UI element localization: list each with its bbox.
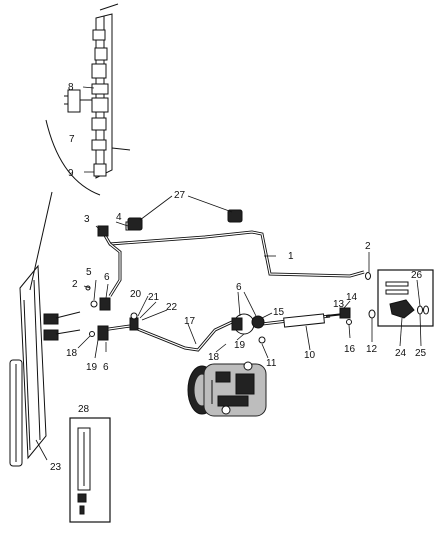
callout-18: 18 <box>208 352 220 363</box>
o-ring-2-right <box>365 272 371 280</box>
callout-25: 25 <box>415 348 427 359</box>
callout-13: 13 <box>333 299 345 310</box>
clip-27 <box>127 209 243 231</box>
callout-labels: 1 2 2 3 4 5 6 6 6 7 8 9 10 11 12 13 14 1… <box>50 82 427 473</box>
liquid-line-1 <box>101 230 365 297</box>
condenser-link-line <box>29 191 53 291</box>
callout-6: 6 <box>104 272 110 283</box>
block-fitting-7 <box>64 89 92 113</box>
callout-27: 27 <box>174 190 186 201</box>
condenser-23 <box>9 264 81 467</box>
callout-19: 19 <box>86 362 98 373</box>
callout-22: 22 <box>166 302 178 313</box>
callout-3: 3 <box>84 214 90 225</box>
callout-8: 8 <box>68 82 74 93</box>
callout-7: 7 <box>69 134 75 145</box>
callout-26: 26 <box>411 270 423 281</box>
inset-box-28 <box>69 417 111 523</box>
suction-line-17 <box>101 320 233 352</box>
o-ring-12 <box>368 309 376 319</box>
radiator-side-bracket <box>91 3 131 179</box>
callout-20: 20 <box>130 289 142 300</box>
ac-compressor <box>187 361 267 417</box>
callout-19: 19 <box>234 340 246 351</box>
callout-9: 9 <box>68 168 74 179</box>
callout-5: 5 <box>86 267 92 278</box>
fitting-18-19-left <box>89 325 109 341</box>
callout-12: 12 <box>366 344 378 355</box>
callout-4: 4 <box>116 212 122 223</box>
callout-16: 16 <box>344 344 356 355</box>
callout-15: 15 <box>273 307 285 318</box>
callout-24: 24 <box>395 348 407 359</box>
callout-17: 17 <box>184 316 196 327</box>
callout-28: 28 <box>78 404 90 415</box>
callout-23: 23 <box>50 462 62 473</box>
callout-2: 2 <box>365 241 371 252</box>
discharge-hose-10 <box>231 307 352 344</box>
callout-21: 21 <box>148 292 160 303</box>
callout-2: 2 <box>72 279 78 290</box>
callout-18: 18 <box>66 348 78 359</box>
callout-10: 10 <box>304 350 316 361</box>
callout-1: 1 <box>288 251 294 262</box>
dashed-arc-curve <box>45 119 101 196</box>
callout-14: 14 <box>346 292 358 303</box>
callout-6: 6 <box>236 282 242 293</box>
leader-lines <box>35 86 422 461</box>
inset-box-24-26 <box>377 269 434 327</box>
callout-6: 6 <box>103 362 109 373</box>
valve-20-21-22 <box>129 312 139 331</box>
callout-11: 11 <box>266 358 277 369</box>
